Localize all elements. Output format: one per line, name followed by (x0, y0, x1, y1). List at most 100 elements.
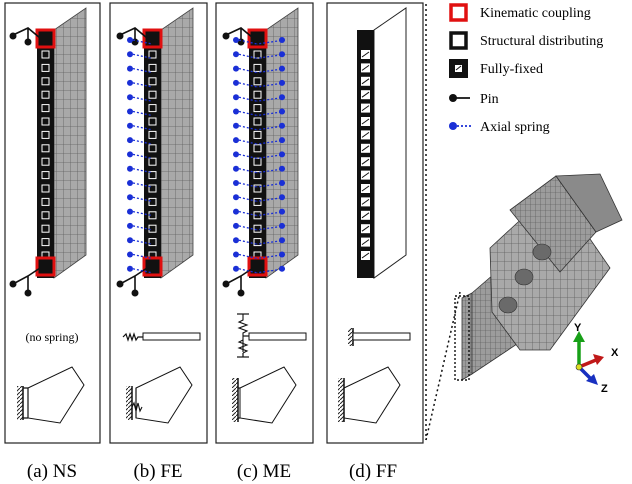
distributing-node (41, 77, 50, 86)
spring-node (127, 237, 133, 244)
distributing-node (253, 171, 262, 180)
spring-node (279, 65, 285, 72)
caption-ff: (d) FF (349, 461, 397, 482)
distributing-node (41, 238, 50, 247)
axis-triad: Y X Z (573, 322, 619, 395)
distributing-node (148, 50, 157, 59)
spring-node (279, 180, 285, 186)
panel-me-model (222, 7, 299, 297)
distributing-node (148, 238, 157, 247)
legend-pin-label: Pin (480, 92, 499, 107)
spring-node (127, 194, 133, 201)
spring-node (233, 137, 239, 144)
distributing-node (148, 184, 157, 193)
caption-ns: (a) NS (27, 461, 77, 482)
distributing-node (148, 144, 157, 153)
spring-node (233, 79, 239, 86)
axis-z-label: Z (601, 383, 608, 395)
spring-node (279, 79, 285, 86)
distributing-node (148, 104, 157, 113)
spring-node (233, 265, 239, 272)
legend-spring-icon (449, 122, 471, 130)
spring-node (233, 194, 239, 201)
spring-node (233, 180, 239, 186)
distributing-node (41, 171, 50, 180)
spring-node (233, 94, 239, 101)
panel-ns-schematic (17, 366, 85, 424)
spring-node (127, 265, 133, 272)
distributing-node (148, 197, 157, 206)
spring-node (127, 65, 133, 72)
spring-node (279, 108, 285, 115)
distributing-node (41, 157, 50, 166)
panel-ns-model (9, 7, 87, 297)
caption-fe: (b) FE (133, 461, 182, 482)
distributing-node (148, 130, 157, 139)
panel-ff-schematic (338, 366, 401, 424)
spring-node (279, 237, 285, 244)
distributing-node (253, 157, 262, 166)
distributing-node (41, 144, 50, 153)
legend: Kinematic coupling Structural distributi… (449, 3, 603, 135)
legend-kinematic-label: Kinematic coupling (480, 6, 591, 21)
distributing-node (253, 77, 262, 86)
distributing-node (148, 63, 157, 72)
spring-node (279, 194, 285, 201)
spring-node (233, 165, 239, 172)
spring-node (127, 151, 133, 158)
distributing-node (41, 90, 50, 99)
panel-ff-fixed-symbol (348, 328, 411, 346)
axis-x-label: X (611, 347, 619, 359)
legend-fixed-icon (449, 59, 468, 78)
distributing-node (148, 157, 157, 166)
distributing-node (41, 63, 50, 72)
legend-structural-icon (449, 31, 468, 50)
distributing-node (41, 224, 50, 233)
panel-ff-model (357, 7, 407, 279)
legend-structural-label: Structural distributing (480, 34, 603, 49)
distributing-node (253, 184, 262, 193)
distributing-node (41, 211, 50, 220)
panel-ns-note: (no spring) (26, 330, 79, 344)
connection-3d-model (454, 173, 623, 381)
distributing-node (148, 117, 157, 126)
distributing-node (148, 77, 157, 86)
legend-spring-label: Axial spring (480, 120, 550, 135)
distributing-node (253, 104, 262, 113)
distributing-node (41, 130, 50, 139)
distributing-node (41, 50, 50, 59)
spring-node (279, 222, 285, 229)
spring-node (279, 122, 285, 129)
spring-node (127, 251, 133, 258)
spring-node (233, 222, 239, 229)
spring-node (233, 151, 239, 158)
spring-node (279, 51, 285, 58)
distributing-node (41, 104, 50, 113)
spring-node (233, 65, 239, 72)
spring-node (127, 180, 133, 186)
legend-pin-icon (449, 94, 470, 102)
distributing-node (148, 90, 157, 99)
spring-node (233, 251, 239, 258)
spring-node (127, 37, 133, 43)
spring-node (279, 94, 285, 101)
panel-me-schematic (232, 366, 297, 424)
spring-node (127, 108, 133, 115)
spring-node (233, 37, 239, 43)
distributing-node (41, 184, 50, 193)
caption-me: (c) ME (237, 461, 291, 482)
distributing-node (253, 117, 262, 126)
spring-node (279, 265, 285, 272)
leader-line-diagonal (425, 291, 461, 441)
legend-fixed-label: Fully-fixed (480, 62, 543, 77)
panel-fe-schematic (126, 366, 193, 424)
distributing-node (253, 90, 262, 99)
distributing-node (253, 63, 262, 72)
spring-node (233, 51, 239, 58)
spring-node (233, 108, 239, 115)
panel-fe-model (116, 7, 194, 297)
spring-node (127, 94, 133, 101)
spring-node (127, 79, 133, 86)
spring-node (127, 137, 133, 144)
